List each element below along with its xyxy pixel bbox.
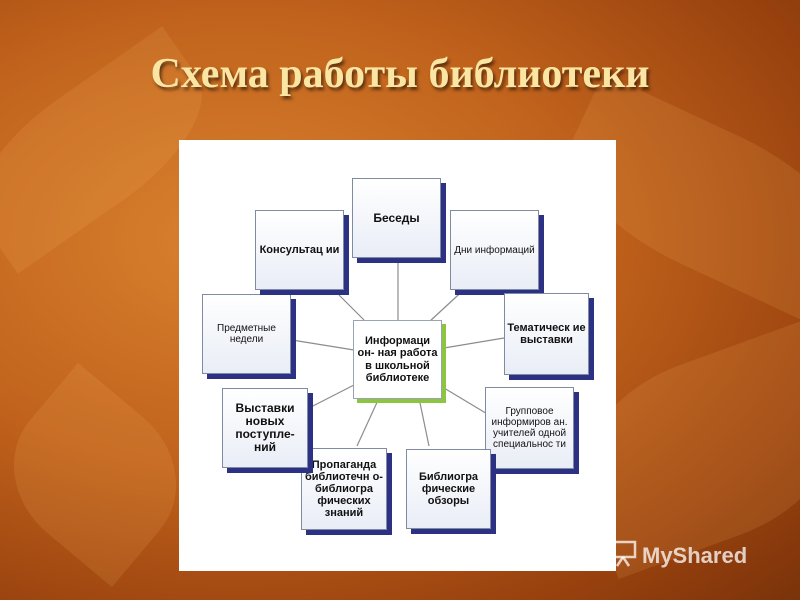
- node-besedy: Беседы: [352, 178, 441, 258]
- connector-line: [443, 337, 505, 349]
- node-tematicheskie-vystavki: Тематическ ие выставки: [504, 293, 589, 375]
- node-dni-informaciy: Дни информаций: [450, 210, 539, 290]
- connector-line: [443, 387, 490, 416]
- connector-line: [356, 397, 380, 447]
- node-propaganda-znaniy: Пропаганда библиотечн о- библиогра фичес…: [301, 448, 387, 530]
- center-node: Информаци он- ная работа в школьной библ…: [353, 320, 442, 399]
- background-leaf: [0, 362, 209, 588]
- watermark-text: MyShared: [642, 543, 748, 568]
- node-vystavki-novyh-postupleniy: Выставки новых поступле- ний: [222, 388, 308, 468]
- connector-line: [291, 339, 355, 351]
- connector-lines: [291, 255, 505, 447]
- connector-line: [308, 384, 355, 409]
- diagram-panel: Информаци он- ная работа в школьной библ…: [179, 140, 616, 571]
- node-bibliograficheskie-obzory: Библиогра фические обзоры: [406, 449, 491, 529]
- presentation-board-icon: [608, 538, 638, 574]
- node-gruppovoe-informirovanie: Групповое информиров ан. учителей одной …: [485, 387, 574, 469]
- connector-line: [418, 397, 430, 447]
- connector-line: [428, 284, 470, 323]
- watermark: MyShared: [608, 538, 747, 574]
- connector-line: [338, 294, 365, 321]
- node-predmetnye-nedeli: Предметные недели: [202, 294, 291, 374]
- node-konsultacii: Консультац ии: [255, 210, 344, 290]
- slide-title: Схема работы библиотеки: [150, 51, 650, 97]
